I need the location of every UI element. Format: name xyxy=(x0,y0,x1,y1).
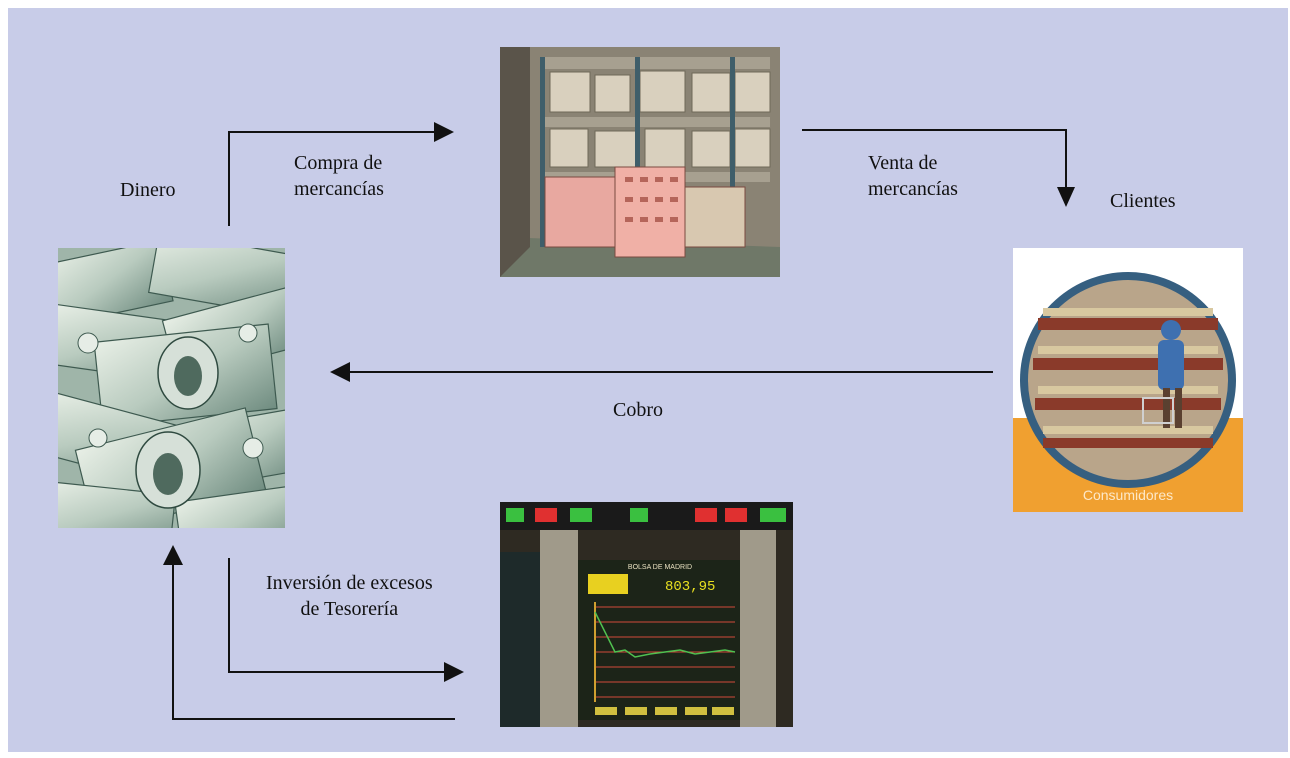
consumers-photo: Consumidores xyxy=(1013,248,1243,512)
label-venta: Venta de mercancías xyxy=(868,152,958,200)
label-inversion: Inversión de excesos de Tesorería xyxy=(266,572,433,620)
arrowhead-cobro xyxy=(330,362,350,382)
label-compra: Compra de mercancías xyxy=(294,152,384,200)
arrowhead-compra xyxy=(434,122,454,142)
label-clientes: Clientes xyxy=(1110,190,1176,212)
arrow-venta xyxy=(802,129,1067,192)
arrow-compra xyxy=(228,131,438,226)
label-cobro: Cobro xyxy=(613,399,663,421)
money-photo xyxy=(58,248,285,528)
arrow-inversion xyxy=(228,558,446,673)
board-value: 803,95 xyxy=(665,579,715,595)
stock-exchange-board-photo: BOLSA DE MADRID 803,95 xyxy=(500,502,793,727)
warehouse-photo xyxy=(500,47,780,277)
consumers-caption: Consumidores xyxy=(1083,487,1173,503)
arrow-retorno xyxy=(172,563,455,720)
arrowhead-retorno xyxy=(163,545,183,565)
arrowhead-venta xyxy=(1057,187,1075,207)
label-dinero: Dinero xyxy=(120,179,176,201)
arrowhead-inversion xyxy=(444,662,464,682)
board-title: BOLSA DE MADRID xyxy=(628,564,692,571)
